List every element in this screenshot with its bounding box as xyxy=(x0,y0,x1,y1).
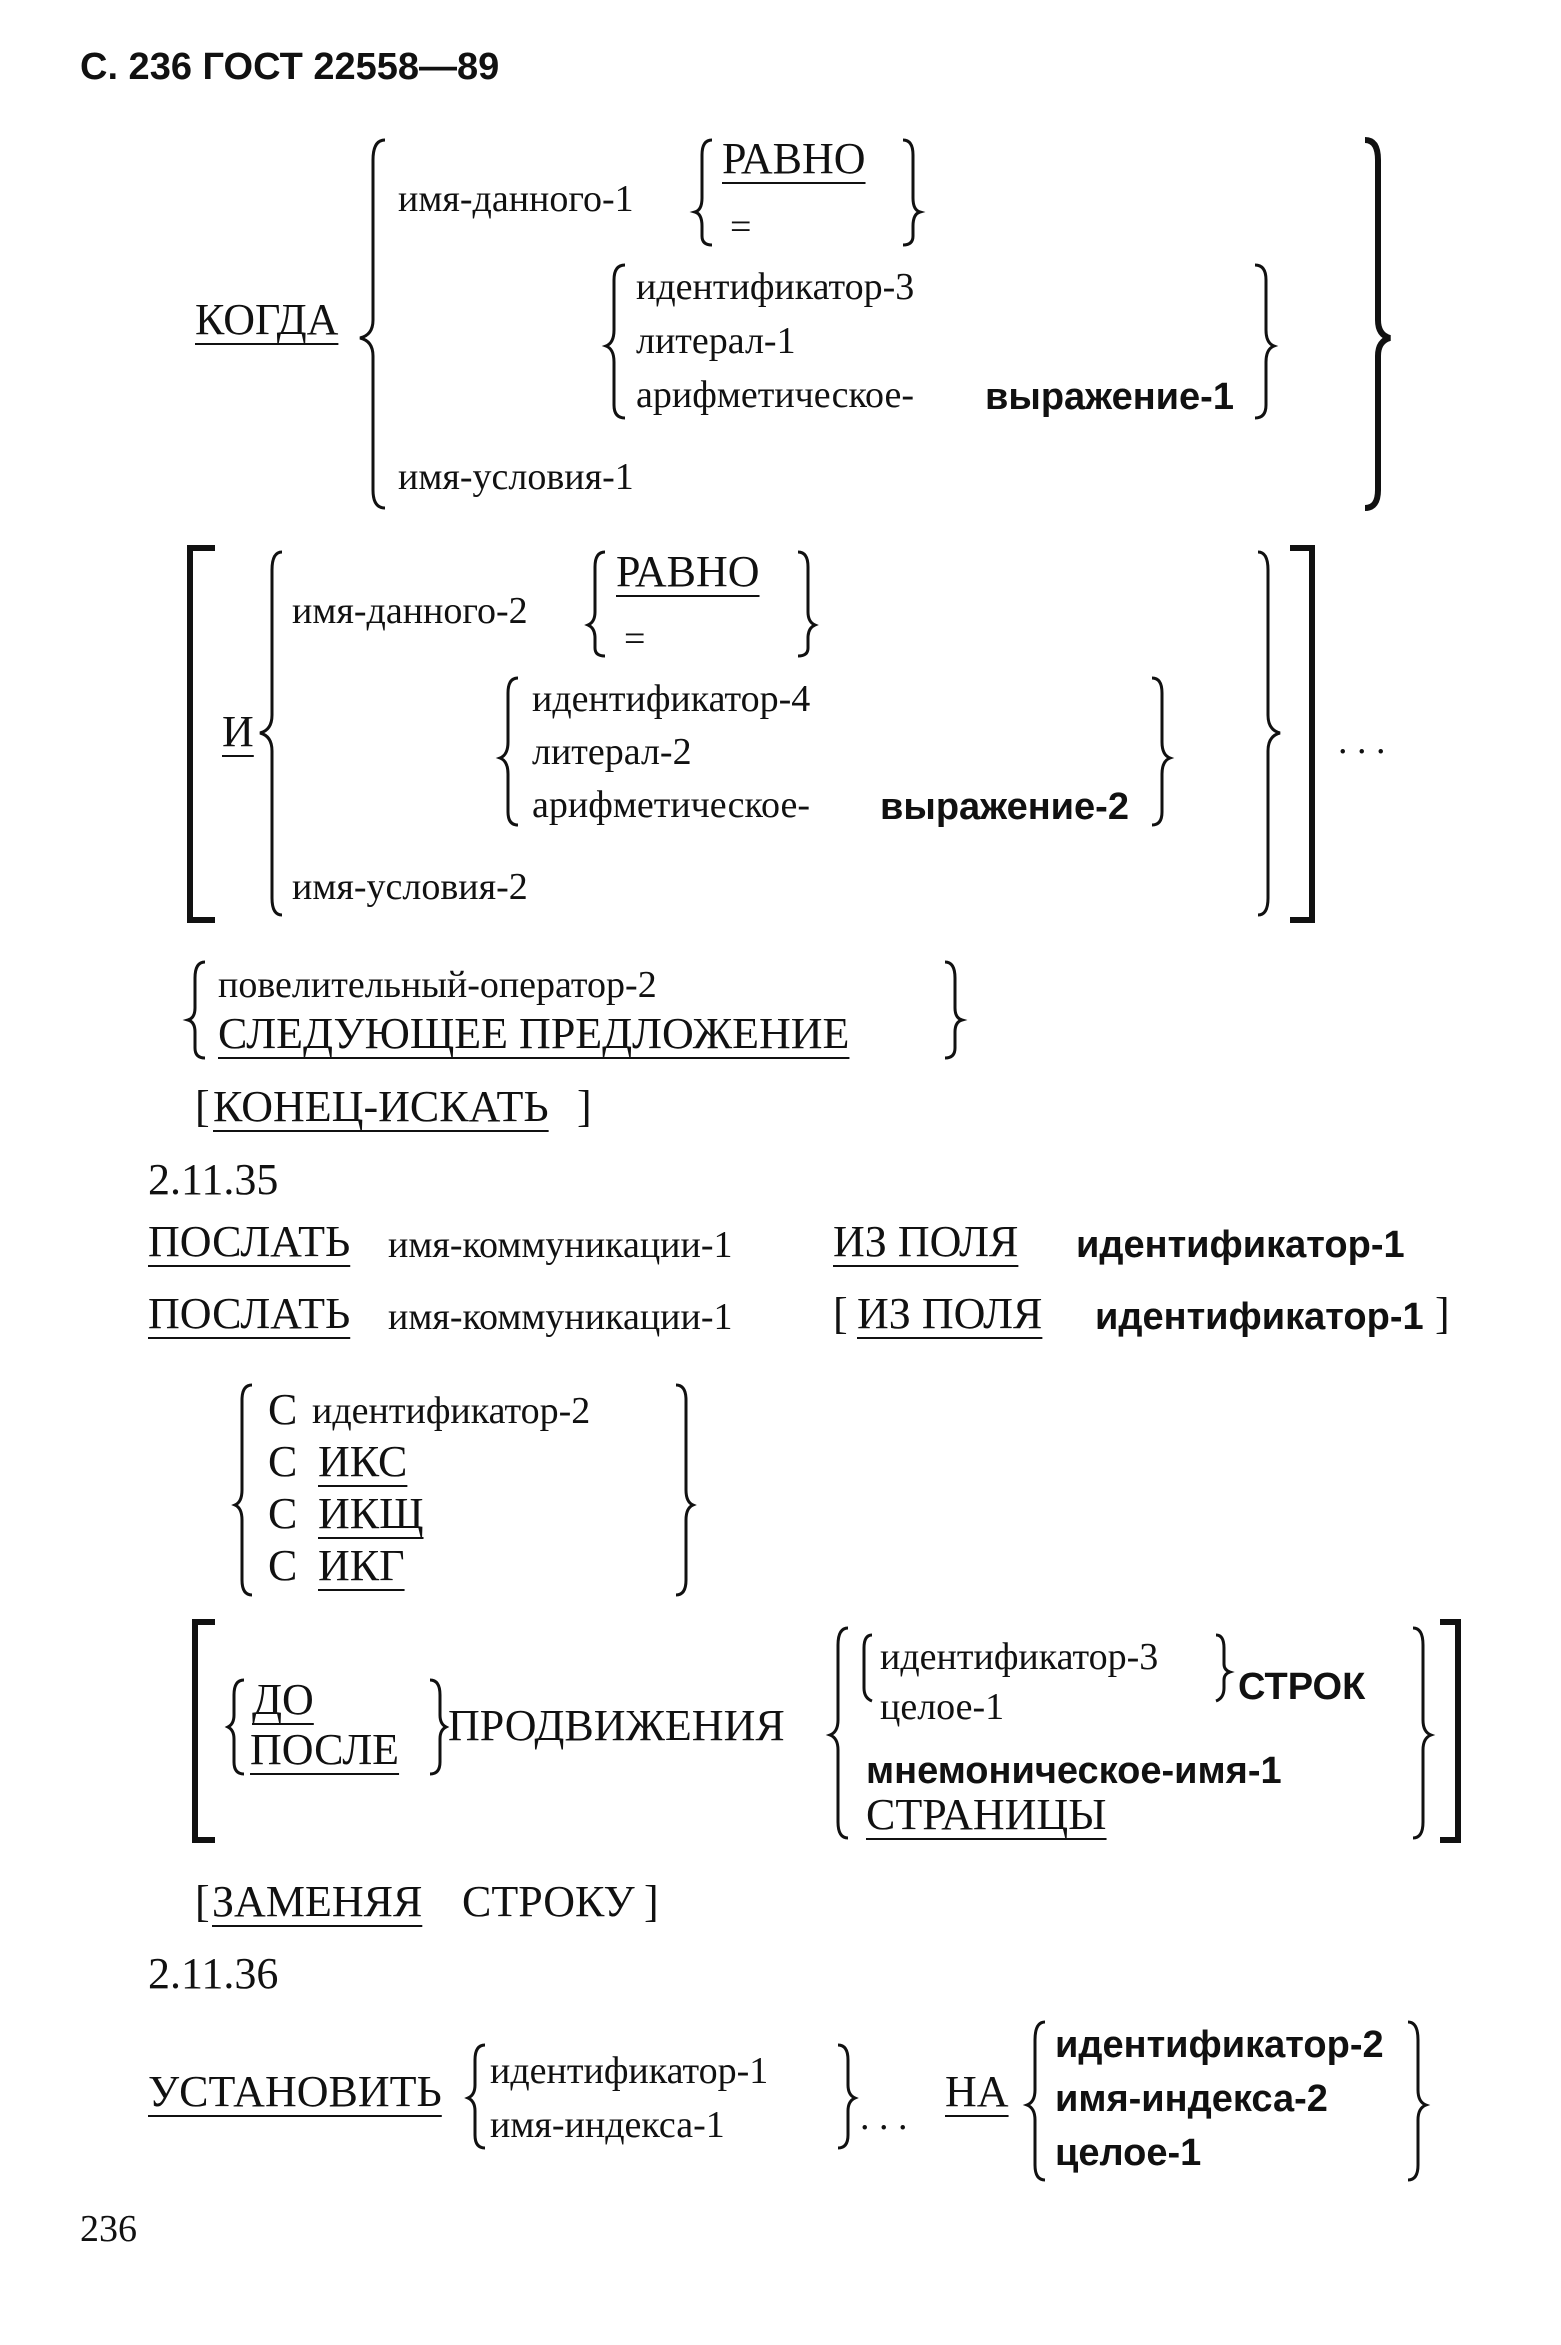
advancing-keyword: ПРОДВИЖЕНИЯ xyxy=(448,1701,785,1750)
end-search-keyword: КОНЕЦ-ИСКАТЬ xyxy=(213,1082,549,1131)
and-data-name: имя-данного-2 xyxy=(292,590,528,632)
send-keyword-2: ПОСЛАТЬ xyxy=(148,1289,351,1338)
with-c-3: С xyxy=(268,1489,298,1538)
set-left-identifier-1: идентификатор-1 xyxy=(490,2050,769,2092)
and-option-2: литерал-2 xyxy=(532,731,692,773)
from-keyword-2: ИЗ ПОЛЯ xyxy=(857,1289,1043,1338)
when-option-3: арифметическое- xyxy=(636,374,914,416)
when-option-2: литерал-1 xyxy=(636,320,796,362)
identifier-1-a: идентификатор-1 xyxy=(1076,1224,1405,1266)
when-option-3-bold: выражение-1 xyxy=(985,376,1234,418)
next-sentence: СЛЕДУЮЩЕЕ ПРЕДЛОЖЕНИЕ xyxy=(218,1009,850,1058)
end-search-right-bracket: ] xyxy=(577,1082,592,1131)
with-emi: ИКЩ xyxy=(318,1489,424,1538)
when-option-1: идентификатор-3 xyxy=(636,266,915,308)
to-keyword: НА xyxy=(945,2067,1009,2116)
when-condition: имя-условия-1 xyxy=(398,456,634,498)
when-equal-keyword: РАВНО xyxy=(722,134,866,183)
after-keyword: ПОСЛЕ xyxy=(250,1725,400,1774)
advance-integer-1: целое-1 xyxy=(880,1686,1005,1728)
and-condition: имя-условия-2 xyxy=(292,866,528,908)
section-2-11-35: 2.11.35 xyxy=(148,1155,279,1204)
set-left-index-name-1: имя-индекса-1 xyxy=(490,2104,725,2146)
comm-name-2: имя-коммуникации-1 xyxy=(388,1296,733,1338)
when-equal-sign: = xyxy=(730,206,752,248)
with-c-4: С xyxy=(268,1541,298,1590)
before-keyword: ДО xyxy=(252,1675,314,1724)
line-keyword: СТРОКУ xyxy=(462,1877,635,1926)
from-keyword-1: ИЗ ПОЛЯ xyxy=(833,1217,1019,1266)
and-option-3-bold: выражение-2 xyxy=(880,786,1129,828)
advance-identifier-3: идентификатор-3 xyxy=(880,1636,1159,1678)
replacing-right-bracket: ] xyxy=(644,1877,659,1926)
and-equal-sign: = xyxy=(624,618,646,660)
set-keyword: УСТАНОВИТЬ xyxy=(148,2067,442,2116)
imperative-statement: повелительный-оператор-2 xyxy=(218,964,657,1006)
replacing-keyword: ЗАМЕНЯЯ xyxy=(212,1877,423,1926)
set-dots: . . . xyxy=(860,2096,908,2138)
section-2-11-36: 2.11.36 xyxy=(148,1949,279,1998)
set-right-identifier-2: идентификатор-2 xyxy=(1055,2024,1384,2066)
identifier-1-b: идентификатор-1 xyxy=(1095,1296,1424,1338)
with-c-2: С xyxy=(268,1437,298,1486)
when-data-name: имя-данного-1 xyxy=(398,178,634,220)
page-number: 236 xyxy=(80,2208,137,2250)
from-right-bracket: ] xyxy=(1435,1289,1450,1338)
mnemonic-name-1: мнемоническое-имя-1 xyxy=(866,1750,1282,1792)
and-option-3: арифметическое- xyxy=(532,784,810,826)
page-header: С. 236 ГОСТ 22558—89 xyxy=(80,46,500,88)
from-left-bracket: [ xyxy=(833,1289,848,1338)
comm-name-1: имя-коммуникации-1 xyxy=(388,1224,733,1266)
send-keyword-1: ПОСЛАТЬ xyxy=(148,1217,351,1266)
with-eki: ИКС xyxy=(318,1437,408,1486)
and-option-1: идентификатор-4 xyxy=(532,678,811,720)
replacing-left-bracket: [ xyxy=(195,1877,210,1926)
page-keyword: СТРАНИЦЫ xyxy=(866,1790,1107,1839)
with-identifier-2: идентификатор-2 xyxy=(312,1390,591,1432)
set-right-integer-1: целое-1 xyxy=(1055,2132,1202,2174)
end-search-left-bracket: [ xyxy=(195,1082,210,1131)
and-equal-keyword: РАВНО xyxy=(616,547,760,596)
when-keyword: КОГДА xyxy=(195,295,339,344)
with-esi: ИКГ xyxy=(318,1541,405,1590)
lines-keyword: СТРОК xyxy=(1238,1666,1366,1708)
and-ellipsis: . . . xyxy=(1338,720,1386,762)
set-right-index-name-2: имя-индекса-2 xyxy=(1055,2078,1328,2120)
with-c-1: С xyxy=(268,1385,298,1434)
and-keyword: И xyxy=(222,707,254,756)
